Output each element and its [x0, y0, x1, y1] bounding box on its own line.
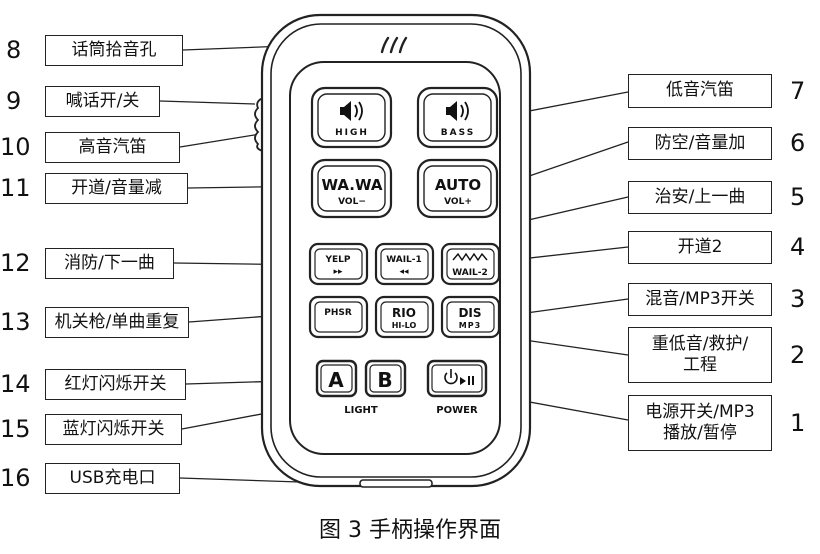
callout-label-1: 电源开关/MP3 播放/暂停	[628, 395, 772, 451]
wail2-button[interactable]: WAIL-2	[440, 242, 501, 286]
callout-label-4: 开道2	[628, 231, 772, 264]
mic-hole-icon	[380, 36, 408, 54]
wail1-label: WAIL-1	[386, 255, 422, 265]
next-track-icon: ▸▸	[333, 267, 343, 277]
vol-plus-label: VOL+	[444, 197, 472, 207]
callout-label-2: 重低音/救护/ 工程	[628, 327, 772, 383]
blue-light-button[interactable]: B	[364, 359, 407, 398]
wail2-label: WAIL-2	[452, 268, 488, 278]
callout-label-11: 开道/音量减	[45, 173, 188, 204]
leader-9	[159, 100, 256, 105]
dis-label: DIS	[458, 306, 481, 320]
usb-port[interactable]	[359, 479, 433, 488]
callout-number-2: 2	[790, 341, 806, 369]
callout-label-1-line1: 电源开关/MP3	[645, 401, 755, 422]
callout-number-8: 8	[6, 36, 22, 64]
light-label: LIGHT	[344, 405, 378, 416]
hilo-label: HI-LO	[392, 321, 417, 330]
callout-number-12: 12	[0, 249, 31, 277]
red-light-button[interactable]: A	[315, 359, 358, 398]
callout-label-13: 机关枪/单曲重复	[45, 307, 189, 338]
rio-button[interactable]: RIO HI-LO	[374, 295, 435, 339]
callout-label-1-line2: 播放/暂停	[663, 423, 737, 443]
callout-label-9: 喊话开/关	[45, 86, 160, 117]
b-label: B	[377, 368, 392, 392]
zigzag-icon	[452, 252, 488, 262]
dis-button[interactable]: DIS MP3	[440, 295, 501, 339]
callout-label-15: 蓝灯闪烁开关	[45, 414, 182, 445]
callout-label-3: 混音/MP3开关	[628, 283, 772, 316]
callout-number-11: 11	[0, 174, 31, 202]
prev-track-icon: ◂◂	[399, 267, 409, 277]
mp3-label: MP3	[459, 321, 481, 330]
auto-label: AUTO	[435, 176, 481, 194]
callout-label-10: 高音汽笛	[45, 132, 180, 163]
wawa-label: WA.WA	[322, 176, 383, 194]
callout-label-5: 治安/上一曲	[628, 181, 772, 214]
wawa-button[interactable]: WA.WA VOL−	[310, 158, 393, 219]
rio-label: RIO	[392, 306, 416, 320]
handset-outer-inner	[270, 23, 522, 478]
callout-label-8: 话筒拾音孔	[45, 35, 183, 66]
phsr-button[interactable]: PHSR	[308, 295, 369, 339]
phsr-label: PHSR	[324, 308, 352, 318]
speaker-icon	[446, 101, 469, 121]
callout-label-6: 防空/音量加	[628, 127, 772, 160]
callout-number-10: 10	[0, 133, 31, 161]
callout-label-12: 消防/下一曲	[45, 248, 174, 279]
speaker-icon	[340, 101, 363, 121]
callout-number-1: 1	[790, 409, 806, 437]
callout-number-13: 13	[0, 308, 31, 336]
callout-number-5: 5	[790, 183, 806, 211]
high-label: HIGH	[335, 128, 369, 138]
power-button[interactable]	[426, 359, 488, 398]
figure-caption: 图 3 手柄操作界面	[319, 518, 501, 543]
callout-number-14: 14	[0, 370, 31, 398]
callout-number-15: 15	[0, 415, 31, 443]
callout-label-16: USB充电口	[45, 463, 180, 494]
callout-number-4: 4	[790, 233, 806, 261]
yelp-label: YELP	[325, 255, 351, 265]
callout-label-2-line2: 工程	[683, 355, 717, 375]
yelp-button[interactable]: YELP ▸▸	[308, 242, 369, 286]
callout-number-6: 6	[790, 129, 806, 157]
callout-label-14: 红灯闪烁开关	[45, 369, 186, 400]
callout-number-9: 9	[6, 87, 22, 115]
callout-label-7: 低音汽笛	[628, 74, 772, 108]
power-label: POWER	[436, 405, 478, 416]
bass-label: BASS	[441, 128, 475, 138]
callout-label-2-line1: 重低音/救护/	[651, 333, 749, 354]
high-button[interactable]: HIGH	[310, 86, 393, 149]
vol-minus-label: VOL−	[338, 197, 366, 207]
callout-number-16: 16	[0, 464, 31, 492]
callout-number-7: 7	[790, 77, 806, 105]
auto-button[interactable]: AUTO VOL+	[416, 158, 499, 219]
bass-button[interactable]: BASS	[416, 86, 499, 149]
power-play-pause-icon	[444, 369, 474, 385]
wail1-button[interactable]: WAIL-1 ◂◂	[374, 242, 435, 286]
callout-number-3: 3	[790, 285, 806, 313]
a-label: A	[328, 368, 344, 392]
